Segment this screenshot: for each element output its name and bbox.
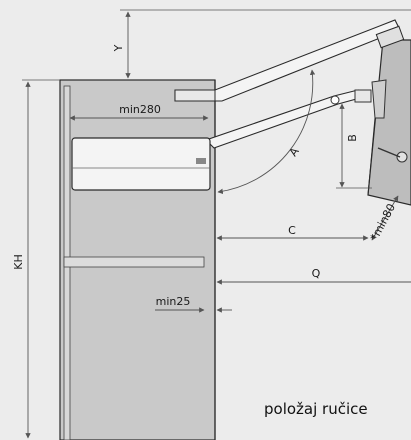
angle-arc-a: [217, 69, 316, 194]
label-c: C: [288, 224, 296, 237]
label-b: B: [346, 134, 359, 142]
label-min280: min280: [119, 103, 161, 116]
label-min80: *min80: [368, 202, 398, 244]
label-y: Y: [112, 44, 125, 52]
label-q: Q: [312, 267, 321, 280]
upper-arm-open: [174, 19, 405, 102]
label-kh: KH: [12, 254, 25, 270]
cabinet-shelf: [63, 256, 205, 268]
open-door: [367, 39, 411, 206]
caption-text: položaj ručice: [264, 400, 368, 418]
min80-dimension-line: [371, 195, 399, 241]
label-a: A: [287, 145, 302, 159]
label-min25: min25: [156, 295, 191, 308]
lift-mechanism-box: [71, 137, 211, 191]
